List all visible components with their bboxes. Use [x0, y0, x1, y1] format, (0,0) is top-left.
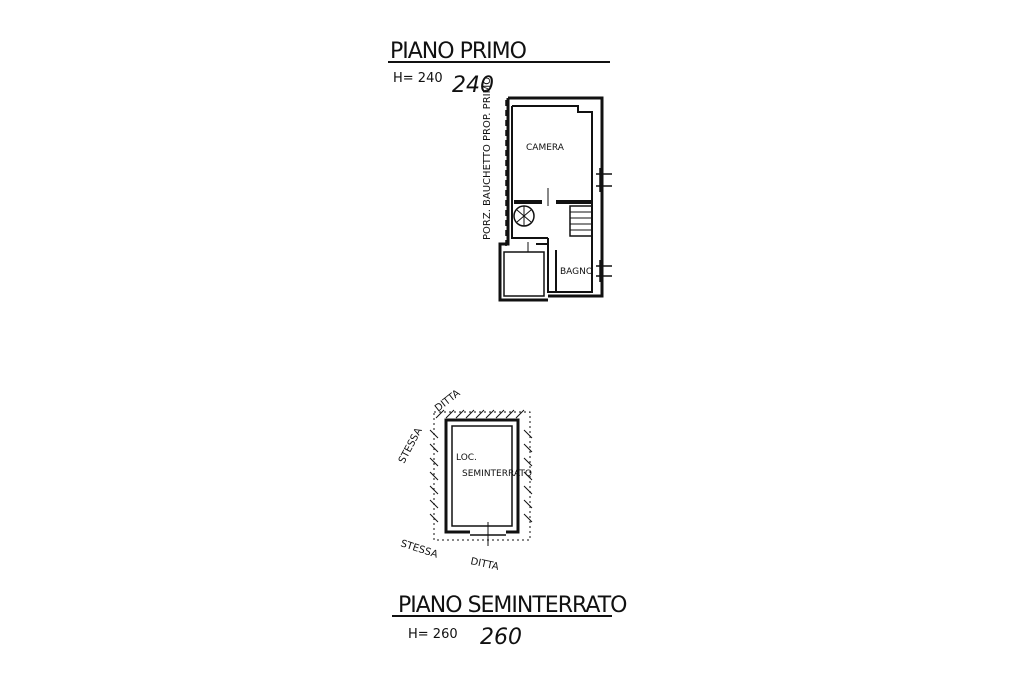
neighbor-bottom-word1: STESSA: [399, 538, 439, 560]
room-label-locale-2: SEMINTERRATO: [462, 469, 532, 479]
lower-height-value: 260: [480, 625, 522, 650]
bagno-walls: [547, 238, 593, 293]
staircase: [569, 205, 593, 237]
upper-height-note: H= 240: [393, 71, 443, 86]
neighbor-top-word2: DITTA: [433, 388, 463, 414]
lower-floor-plan: LOC. SEMINTERRATO STESSA DITTA STESSA DI…: [392, 388, 628, 650]
window-bagno: [596, 260, 612, 282]
neighbor-bottom-word2: DITTA: [469, 556, 500, 573]
lower-height-note: H= 260: [408, 627, 458, 642]
upper-side-note: PORZ. BAUCHETTO PROP. PRIMO: [482, 77, 493, 240]
neighbor-top-word1: STESSA: [397, 426, 425, 465]
upper-floor-plan: PIANO PRIMO H= 240 240 PORZ. BAUCHETTO P…: [388, 39, 612, 302]
upper-floor-title: PIANO PRIMO: [390, 39, 527, 64]
upper-inner-wall: [512, 105, 593, 240]
seminterrato-inner-wall: [451, 425, 513, 527]
room-label-bagno: BAGNO: [560, 267, 593, 277]
small-room-bottom-left: [503, 251, 545, 297]
upper-outer-wall: [498, 96, 604, 302]
earth-hatch-marks: [429, 409, 533, 523]
lower-floor-title: PIANO SEMINTERRATO: [398, 593, 627, 618]
room-label-locale-1: LOC.: [456, 453, 477, 463]
window-camera: [596, 168, 612, 192]
upper-left-inner-wall: [511, 106, 548, 239]
earth-hatching: [433, 411, 531, 541]
room-label-camera: CAMERA: [526, 143, 565, 153]
upper-height-value: 240: [452, 73, 494, 98]
